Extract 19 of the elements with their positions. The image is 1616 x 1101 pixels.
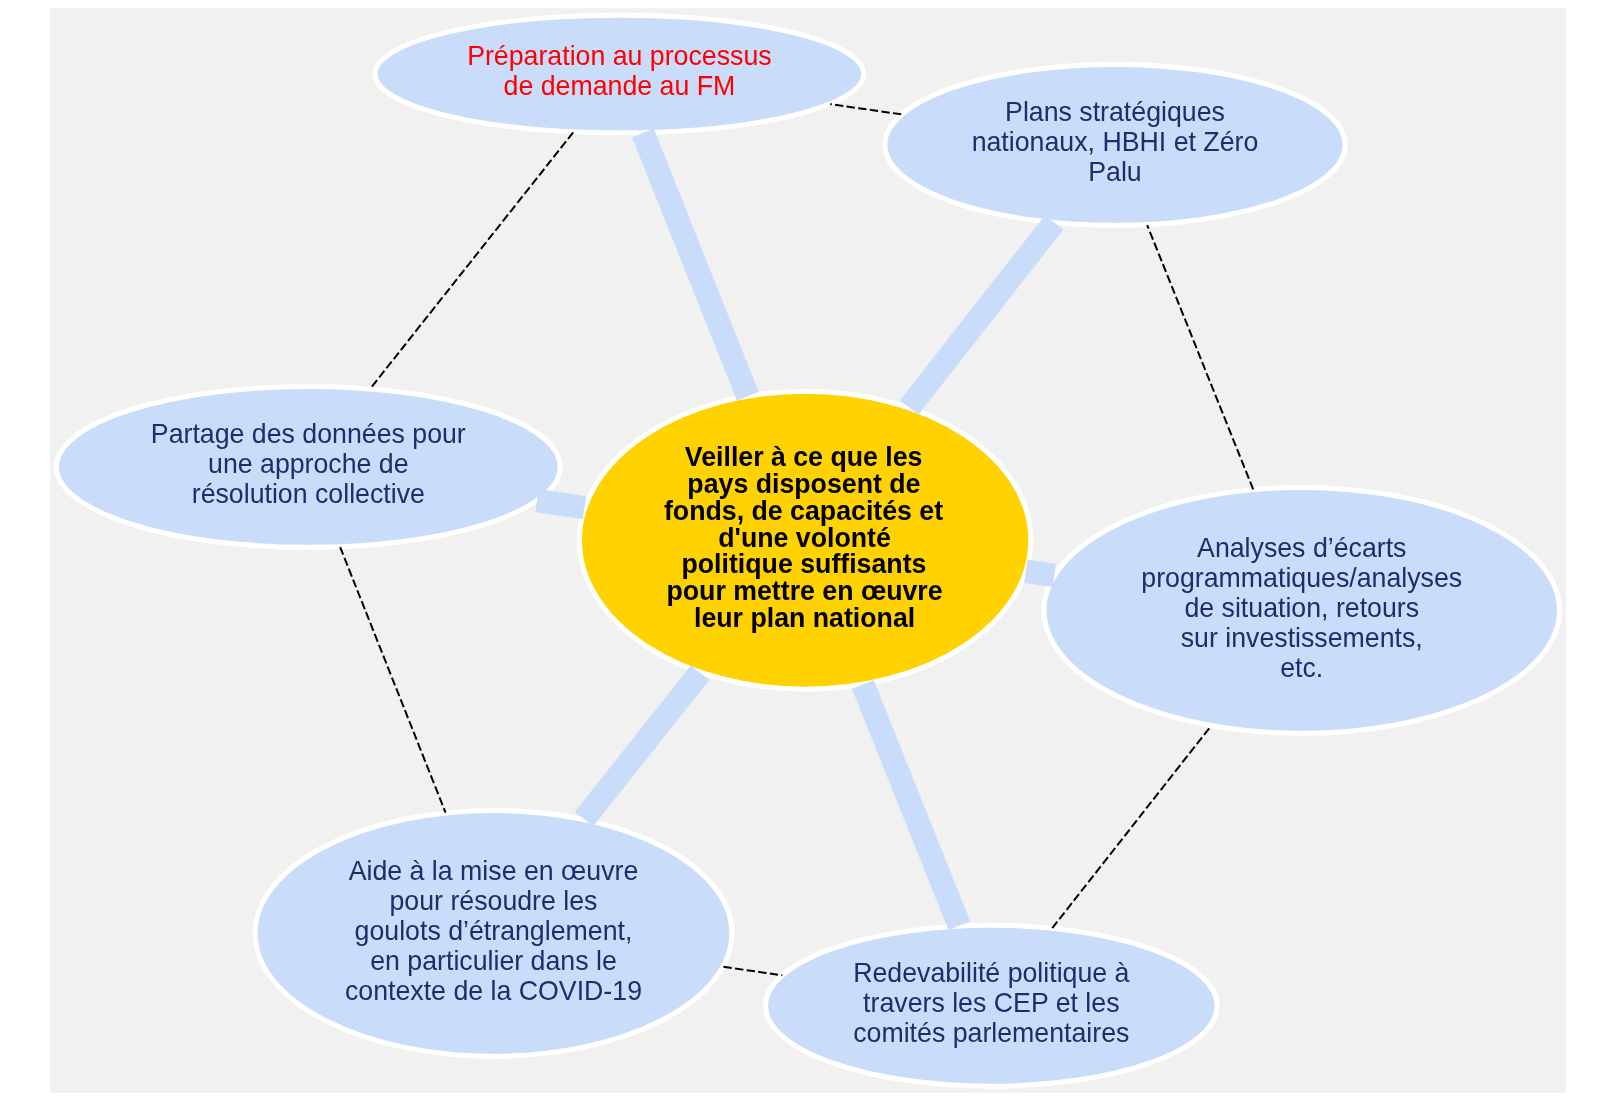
connector	[722, 965, 784, 977]
node-ellipse: Redevabilité politique à travers les CEP et les comités parlementaires	[763, 922, 1220, 1089]
connector	[369, 131, 575, 390]
connector	[829, 103, 903, 116]
connector	[632, 128, 759, 401]
node-ellipse: Partage des données pour une approche de résolution collective	[53, 383, 563, 550]
node-ellipse: Veiller à ce que les pays disposent de fonds, de capacités et d'une volonté politique suffisants pour mettre en œuvre leur plan national	[576, 388, 1034, 692]
connector	[1051, 725, 1212, 930]
connector	[1024, 559, 1056, 587]
connector	[574, 665, 710, 827]
node-ellipse: Préparation au processus de demande au FM	[372, 12, 867, 136]
connector	[899, 215, 1064, 415]
node-ellipse: Plans stratégiques nationaux, HBHI et Zéro Palu	[882, 61, 1348, 228]
connector	[339, 546, 447, 814]
node-ellipse: Analyses d’écarts programmatiques/analyses de situation, retours sur investissements, etc.	[1041, 484, 1563, 736]
connector	[535, 489, 587, 520]
connector	[851, 680, 971, 931]
node-ellipse: Aide à la mise en œuvre pour résoudre les goulots d’étranglement, en particulier dans le contexte de la COVID-19	[252, 807, 735, 1059]
connector	[1146, 224, 1255, 491]
